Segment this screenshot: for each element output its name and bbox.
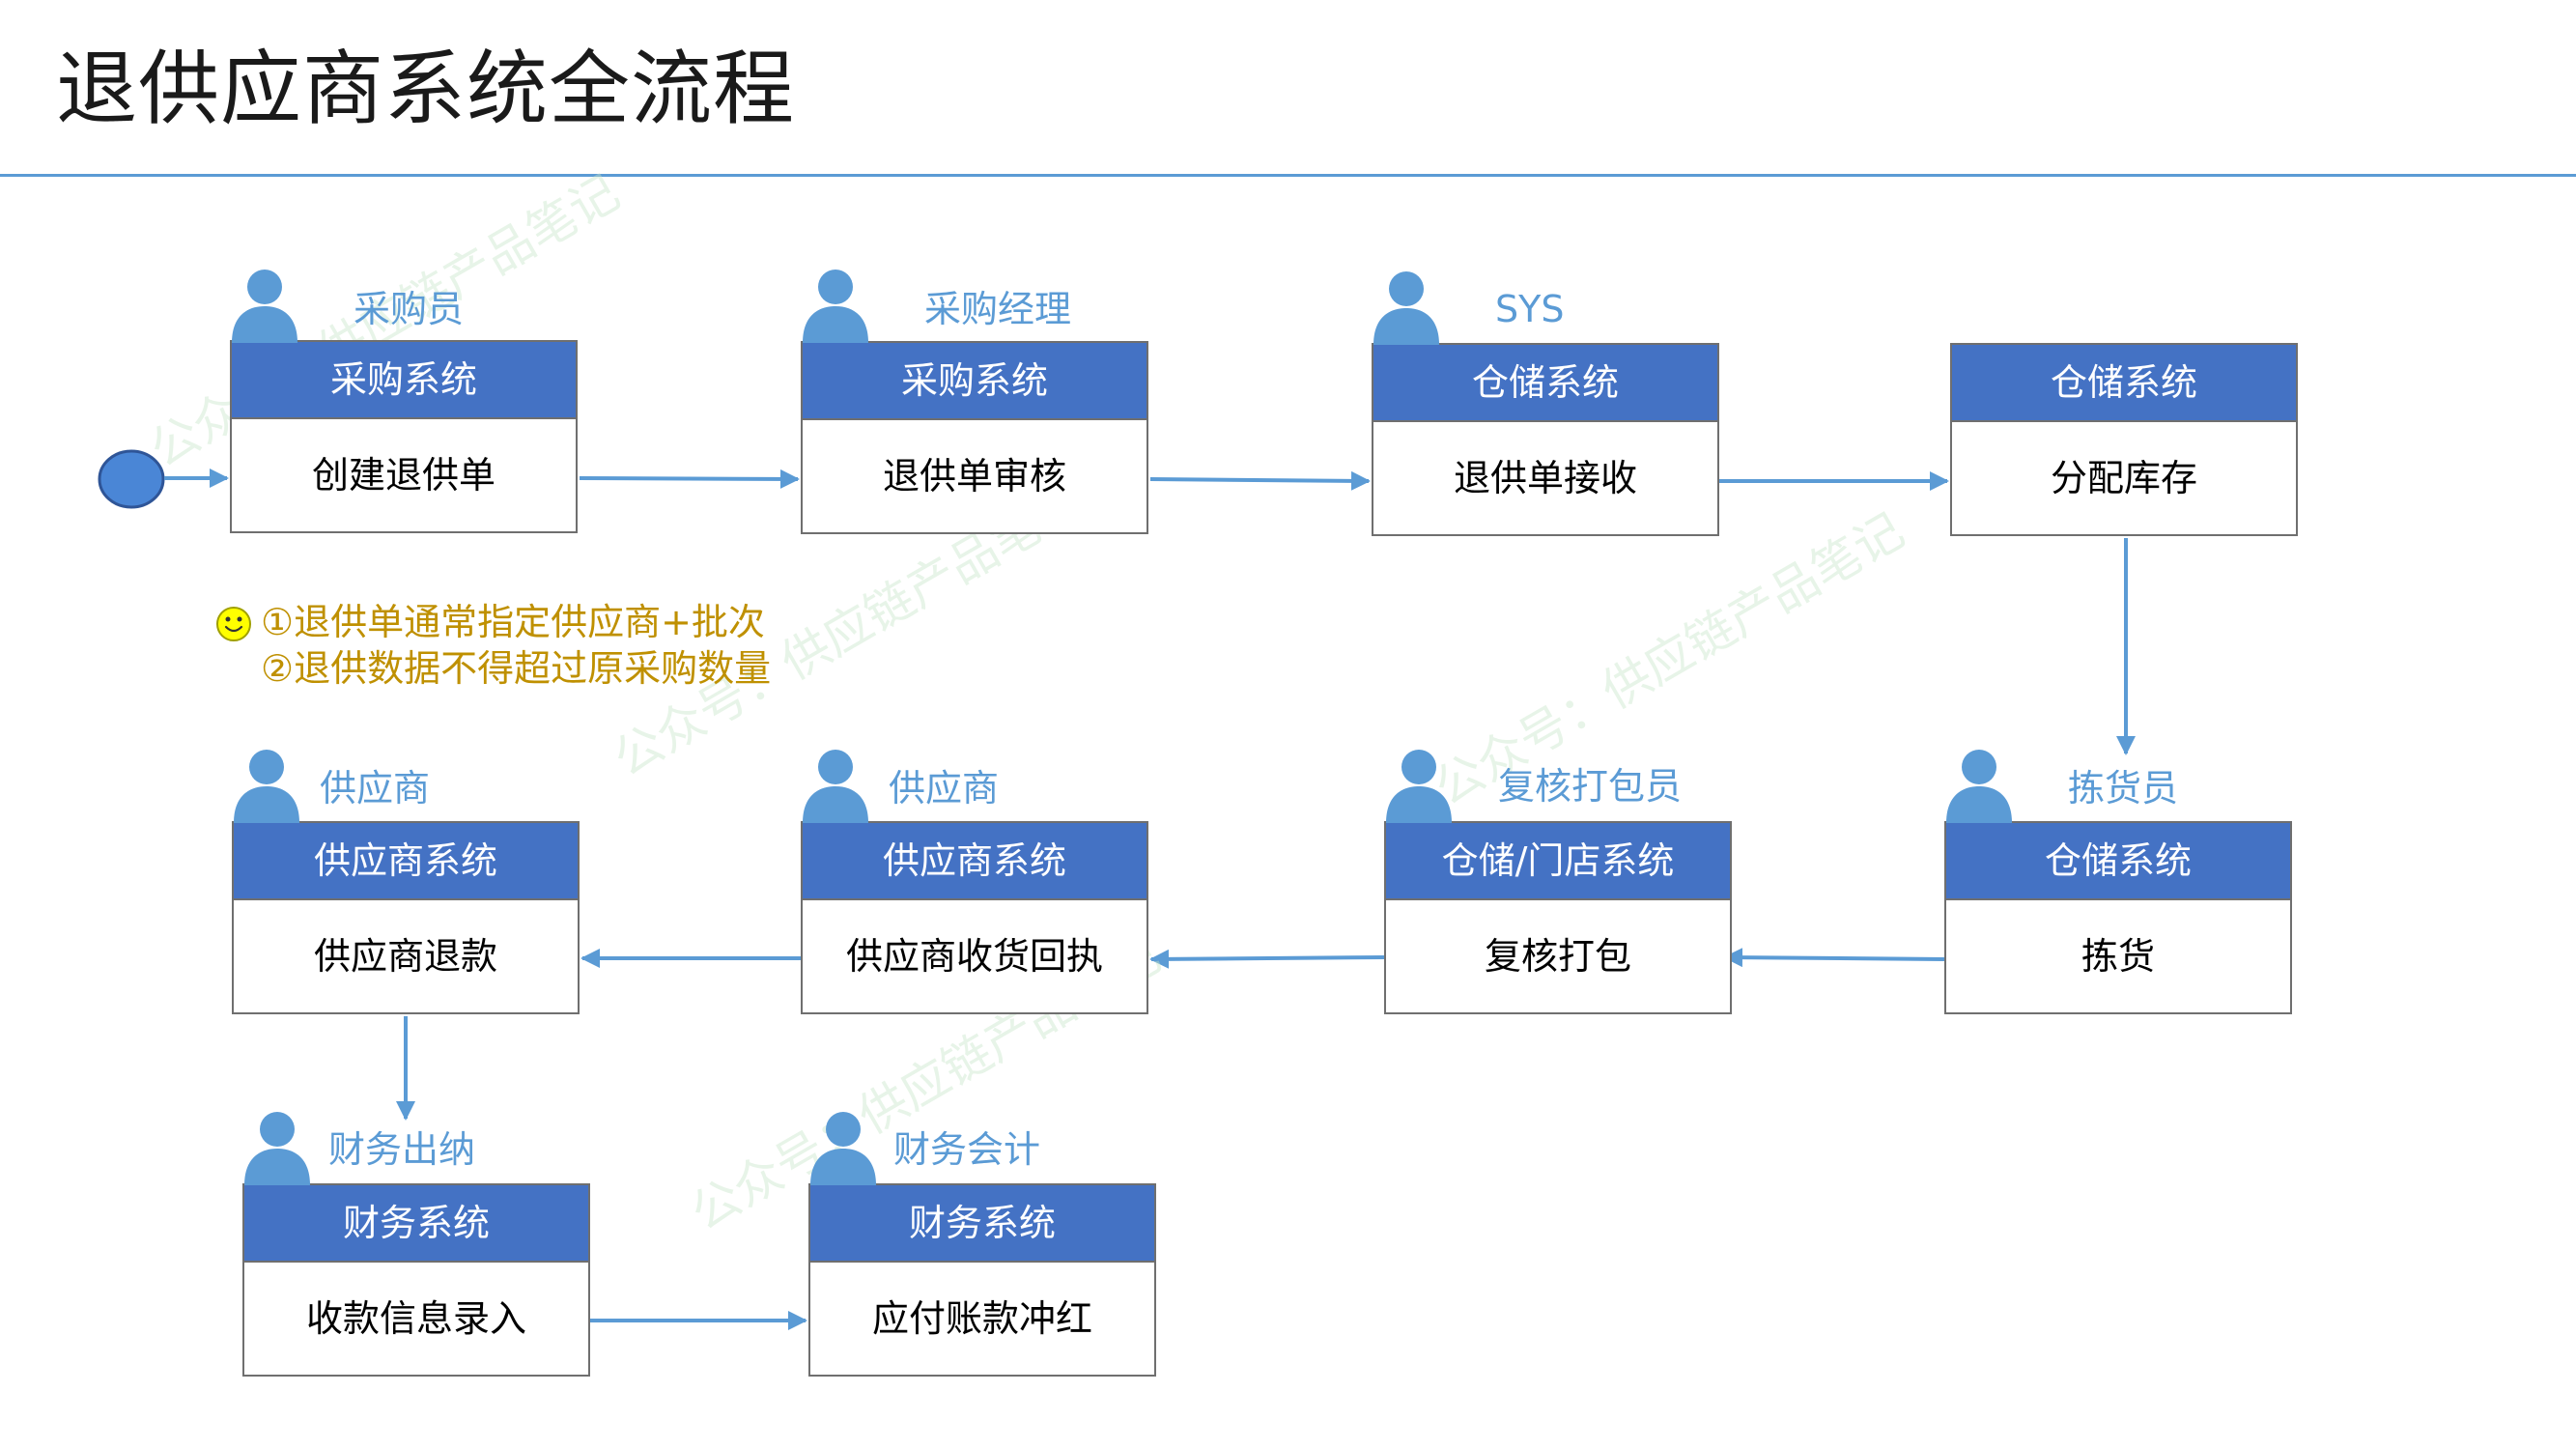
page-title: 退供应商系统全流程 [56, 42, 796, 136]
user-icon [1940, 746, 2018, 823]
title-divider [0, 174, 2576, 177]
process-box-review-return[interactable]: 采购系统 退供单审核 [801, 341, 1148, 534]
start-node [98, 449, 165, 509]
task-label: 拣货 [2081, 935, 2155, 978]
role-label: 拣货员 [2068, 767, 2179, 810]
system-header: 仓储系统 [1373, 345, 1717, 422]
flow-arrow [1149, 949, 1385, 969]
task-label: 退供单接收 [1453, 457, 1637, 499]
smiley-icon [216, 607, 251, 641]
system-header: 财务系统 [810, 1185, 1154, 1263]
user-icon [228, 746, 305, 823]
flow-arrow [579, 469, 800, 489]
process-box-payable-reversal[interactable]: 财务系统 应付账款冲红 [808, 1183, 1156, 1377]
task-label: 应付账款冲红 [871, 1297, 1092, 1340]
task-label: 创建退供单 [311, 454, 495, 497]
process-box-picking[interactable]: 仓储系统 拣货 [1944, 821, 2292, 1014]
user-icon [797, 746, 874, 823]
role-label: 供应商 [889, 767, 1000, 810]
system-header: 供应商系统 [234, 823, 578, 900]
flow-arrow [1723, 948, 1945, 968]
process-box-allocate-stock[interactable]: 仓储系统 分配库存 [1950, 343, 2298, 536]
task-label: 供应商退款 [313, 935, 497, 978]
role-label: 采购经理 [924, 288, 1072, 330]
process-box-review-pack[interactable]: 仓储/门店系统 复核打包 [1384, 821, 1732, 1014]
role-label: SYS [1495, 288, 1565, 330]
system-header: 财务系统 [244, 1185, 588, 1263]
process-box-receive-return[interactable]: 仓储系统 退供单接收 [1372, 343, 1719, 536]
note-line-2: ②退供数据不得超过原采购数量 [261, 647, 772, 690]
task-label: 分配库存 [2050, 457, 2197, 499]
system-header: 采购系统 [803, 343, 1146, 420]
task-label: 供应商收货回执 [845, 935, 1103, 978]
role-label: 供应商 [320, 767, 431, 810]
flow-arrow [1149, 470, 1371, 491]
system-header: 仓储系统 [1952, 345, 2296, 422]
system-actor-icon [1368, 268, 1445, 345]
role-label: 采购员 [354, 288, 465, 330]
role-label: 财务会计 [893, 1128, 1041, 1171]
user-icon [239, 1108, 316, 1185]
user-icon [1380, 746, 1458, 823]
user-icon [226, 266, 303, 343]
process-box-supplier-receipt[interactable]: 供应商系统 供应商收货回执 [801, 821, 1148, 1014]
task-label: 复核打包 [1484, 935, 1631, 978]
process-box-create-return[interactable]: 采购系统 创建退供单 [230, 340, 578, 533]
note-line-1: ①退供单通常指定供应商+批次 [261, 601, 765, 643]
process-box-supplier-refund[interactable]: 供应商系统 供应商退款 [232, 821, 580, 1014]
task-label: 退供单审核 [882, 455, 1066, 497]
process-box-payment-entry[interactable]: 财务系统 收款信息录入 [242, 1183, 590, 1377]
system-header: 仓储系统 [1946, 823, 2290, 900]
user-icon [805, 1108, 882, 1185]
user-icon [797, 266, 874, 343]
system-header: 供应商系统 [803, 823, 1146, 900]
system-header: 仓储/门店系统 [1386, 823, 1730, 900]
task-label: 收款信息录入 [305, 1297, 526, 1340]
role-label: 复核打包员 [1498, 765, 1683, 808]
role-label: 财务出纳 [328, 1128, 476, 1171]
system-header: 采购系统 [232, 342, 576, 419]
